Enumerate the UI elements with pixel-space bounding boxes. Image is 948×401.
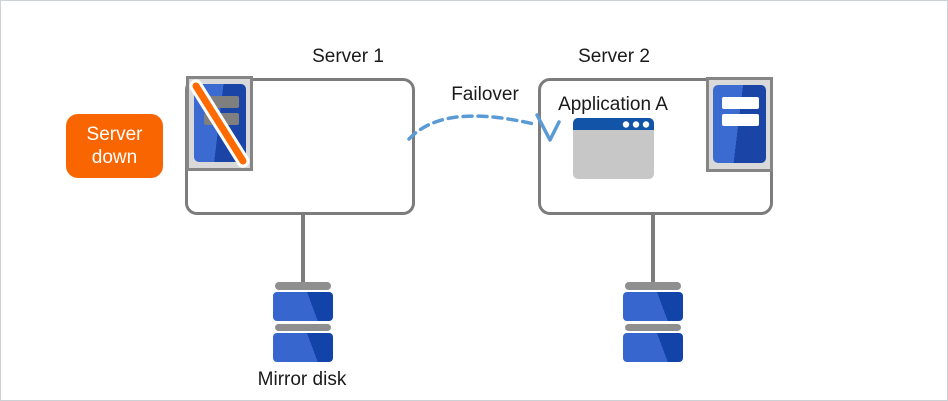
mirror-disk-label: Mirror disk <box>257 369 347 390</box>
server-tower-slashed-icon <box>186 76 253 176</box>
server-down-badge: Server down <box>66 114 163 178</box>
server1-title: Server 1 <box>312 46 384 67</box>
badge-line2: down <box>91 147 138 168</box>
failover-label: Failover <box>451 84 519 105</box>
disk-stack-icon <box>273 282 333 367</box>
badge-line1: Server <box>86 124 143 145</box>
server1-disk-connector <box>301 213 305 283</box>
server2-title: Server 2 <box>578 46 650 67</box>
curved-dashed-arrow-icon <box>401 101 571 156</box>
server2-disk-connector <box>651 213 655 283</box>
server-tower-icon <box>706 77 773 177</box>
app-window-icon <box>573 118 654 184</box>
disk-stack-icon <box>623 282 683 367</box>
application-label: Application A <box>558 94 668 115</box>
